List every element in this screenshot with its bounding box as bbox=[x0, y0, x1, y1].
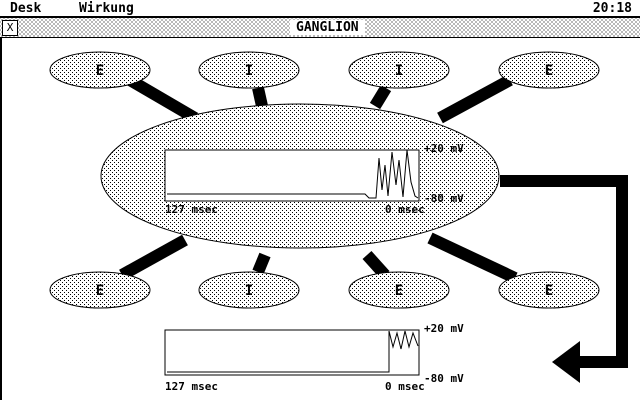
axon-top-1 bbox=[126, 74, 199, 124]
neuron-bottom-3-label: E bbox=[395, 283, 403, 299]
main-scope-right-label: 0 msec bbox=[385, 203, 425, 216]
axon-top-2 bbox=[252, 86, 268, 108]
neuron-top-4-label: E bbox=[545, 63, 553, 79]
axon-top-3 bbox=[369, 84, 392, 110]
neuron-top-2-label: I bbox=[245, 63, 253, 79]
neuron-top-3[interactable] bbox=[348, 51, 450, 89]
main-scope-bottom-label: -80 mV bbox=[424, 192, 464, 205]
axon-bottom-1 bbox=[119, 234, 188, 281]
axon-top-4 bbox=[437, 74, 513, 124]
output-scope-trace bbox=[167, 330, 419, 373]
output-pathway bbox=[500, 175, 628, 368]
output-oscilloscope: +20 mV -80 mV 127 msec 0 msec bbox=[164, 322, 464, 393]
output-scope-right-label: 0 msec bbox=[385, 380, 425, 393]
window-title: GANGLION bbox=[290, 20, 365, 35]
output-scope-top-label: +20 mV bbox=[424, 322, 464, 335]
main-scope-top-label: +20 mV bbox=[424, 142, 464, 155]
neuron-bottom-2-label: I bbox=[245, 283, 253, 299]
output-scope-bottom-label: -80 mV bbox=[424, 372, 464, 385]
neuron-bottom-1[interactable] bbox=[49, 271, 151, 309]
axon-bottom-3 bbox=[362, 250, 390, 280]
neuron-top-1[interactable] bbox=[49, 51, 151, 89]
axon-bottom-4 bbox=[427, 232, 518, 284]
neuron-bottom-1-label: E bbox=[96, 283, 104, 299]
main-scope-left-label: 127 msec bbox=[165, 203, 218, 216]
clock: 20:18 bbox=[592, 1, 632, 16]
neuron-top-1-label: E bbox=[96, 63, 104, 79]
neuron-bottom-2[interactable] bbox=[198, 271, 300, 309]
neuron-top-3-label: I bbox=[395, 63, 403, 79]
neuron-top-2[interactable] bbox=[198, 51, 300, 89]
axon-bottom-2 bbox=[252, 252, 271, 275]
menu-bar: Desk Wirkung 20:18 bbox=[0, 0, 640, 18]
close-icon[interactable]: X bbox=[2, 20, 18, 36]
output-scope-left-label: 127 msec bbox=[165, 380, 218, 393]
output-arrowhead bbox=[552, 341, 580, 383]
neuron-bottom-4-label: E bbox=[545, 283, 553, 299]
menu-desk[interactable]: Desk bbox=[10, 1, 42, 16]
main-scope-trace bbox=[167, 149, 419, 199]
window-content bbox=[0, 38, 640, 400]
output-scope-frame bbox=[164, 329, 420, 376]
neuron-top-4[interactable] bbox=[498, 51, 600, 89]
window-title-bar[interactable]: X GANGLION bbox=[0, 18, 640, 38]
menu-wirkung[interactable]: Wirkung bbox=[79, 1, 134, 16]
neuron-bottom-3[interactable] bbox=[348, 271, 450, 309]
neuron-bottom-4[interactable] bbox=[498, 271, 600, 309]
main-oscilloscope: +20 mV -80 mV 127 msec 0 msec bbox=[164, 142, 464, 216]
